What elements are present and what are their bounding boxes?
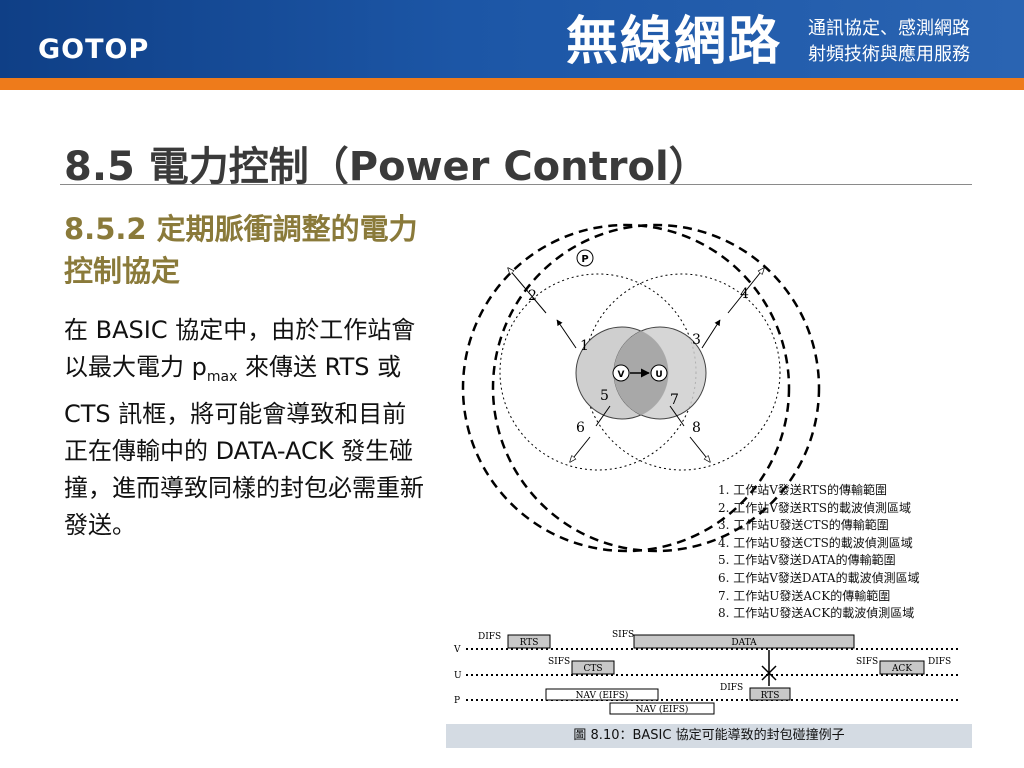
v-rts-sense-circle: [461, 223, 791, 553]
svg-text:NAV (EIFS): NAV (EIFS): [576, 690, 629, 701]
svg-text:5: 5: [600, 388, 609, 404]
svg-text:CTS: CTS: [583, 664, 602, 674]
svg-text:2: 2: [528, 288, 537, 304]
header-accent-stripe: [0, 78, 1024, 90]
svg-text:1: 1: [580, 338, 589, 354]
svg-text:RTS: RTS: [761, 691, 780, 701]
brand-tagline-2: 射頻技術與應用服務: [808, 44, 970, 65]
svg-text:DIFS: DIFS: [928, 657, 951, 667]
collision-figure: P V U 1 2 3 4 5 6 7 8 V U P: [446, 200, 976, 748]
svg-text:DIFS: DIFS: [478, 632, 501, 642]
legend-item: 7. 工作站U發送ACK的傳輸範圍: [718, 588, 891, 603]
legend-item: 4. 工作站U發送CTS的載波偵測區域: [718, 535, 913, 550]
node-v: [612, 364, 630, 382]
svg-text:SIFS: SIFS: [612, 630, 634, 640]
svg-text:V: V: [453, 645, 461, 655]
book-brand-title: 無線網路: [566, 12, 783, 72]
section-subtitle: 8.5.2 定期脈衝調整的電力控制協定: [64, 212, 418, 288]
legend-item: 6. 工作站V發送DATA的載波偵測區域: [718, 570, 920, 585]
figure-caption: 圖 8.10：BASIC 協定可能導致的封包碰撞例子: [446, 724, 972, 748]
svg-text:8: 8: [692, 420, 701, 436]
svg-text:SIFS: SIFS: [856, 657, 878, 667]
body-paragraph: 在 BASIC 協定中，由於工作站會以最大電力 pmax 來傳送 RTS 或 C…: [64, 312, 424, 544]
title-divider: [60, 184, 972, 185]
legend-item: 3. 工作站U發送CTS的傳輸範圍: [718, 518, 889, 533]
body-text-part2: 來傳送 RTS 或 CTS 訊框，將可能會導致和目前正在傳輸中的 DATA-AC…: [64, 353, 424, 539]
legend-item: 2. 工作站V發送RTS的載波偵測區域: [718, 500, 911, 515]
legend-item: 5. 工作站V發送DATA的傳輸範圍: [718, 553, 896, 568]
node-u: [650, 364, 668, 382]
u-cts-sense-circle: [491, 223, 821, 553]
figure-legend: 1. 工作站V發送RTS的傳輸範圍 2. 工作站V發送RTS的載波偵測區域 3.…: [718, 482, 920, 623]
node-p: [576, 249, 594, 267]
svg-text:P: P: [581, 254, 588, 265]
svg-text:DIFS: DIFS: [720, 683, 743, 693]
u-ack-sense-circle: [583, 273, 781, 471]
svg-text:4: 4: [740, 286, 749, 302]
svg-text:RTS: RTS: [520, 638, 539, 648]
svg-text:6: 6: [576, 420, 585, 436]
legend-item: 1. 工作站V發送RTS的傳輸範圍: [718, 483, 887, 497]
svg-text:NAV (EIFS): NAV (EIFS): [636, 704, 689, 715]
svg-text:U: U: [454, 671, 462, 681]
svg-text:3: 3: [692, 332, 701, 348]
svg-text:7: 7: [670, 392, 679, 408]
svg-text:U: U: [655, 370, 662, 380]
body-text-part1: 在 BASIC 協定中，由於工作站會以最大電力 p: [64, 316, 416, 381]
body-subscript: max: [206, 368, 238, 385]
publisher-logo: GOTOP: [38, 34, 150, 65]
svg-text:V: V: [618, 370, 625, 380]
svg-text:DATA: DATA: [731, 638, 757, 648]
header-bar: [0, 0, 1024, 78]
legend-item: 8. 工作站U發送ACK的載波偵測區域: [718, 606, 915, 621]
svg-text:SIFS: SIFS: [548, 657, 570, 667]
brand-tagline-1: 通訊協定、感測網路: [808, 18, 970, 39]
svg-text:ACK: ACK: [891, 664, 912, 674]
range-diagram: P V U 1 2 3 4 5 6 7 8 V U P: [453, 223, 961, 715]
svg-text:P: P: [454, 696, 460, 706]
slide-title: 8.5 電力控制（Power Control）: [64, 144, 709, 190]
